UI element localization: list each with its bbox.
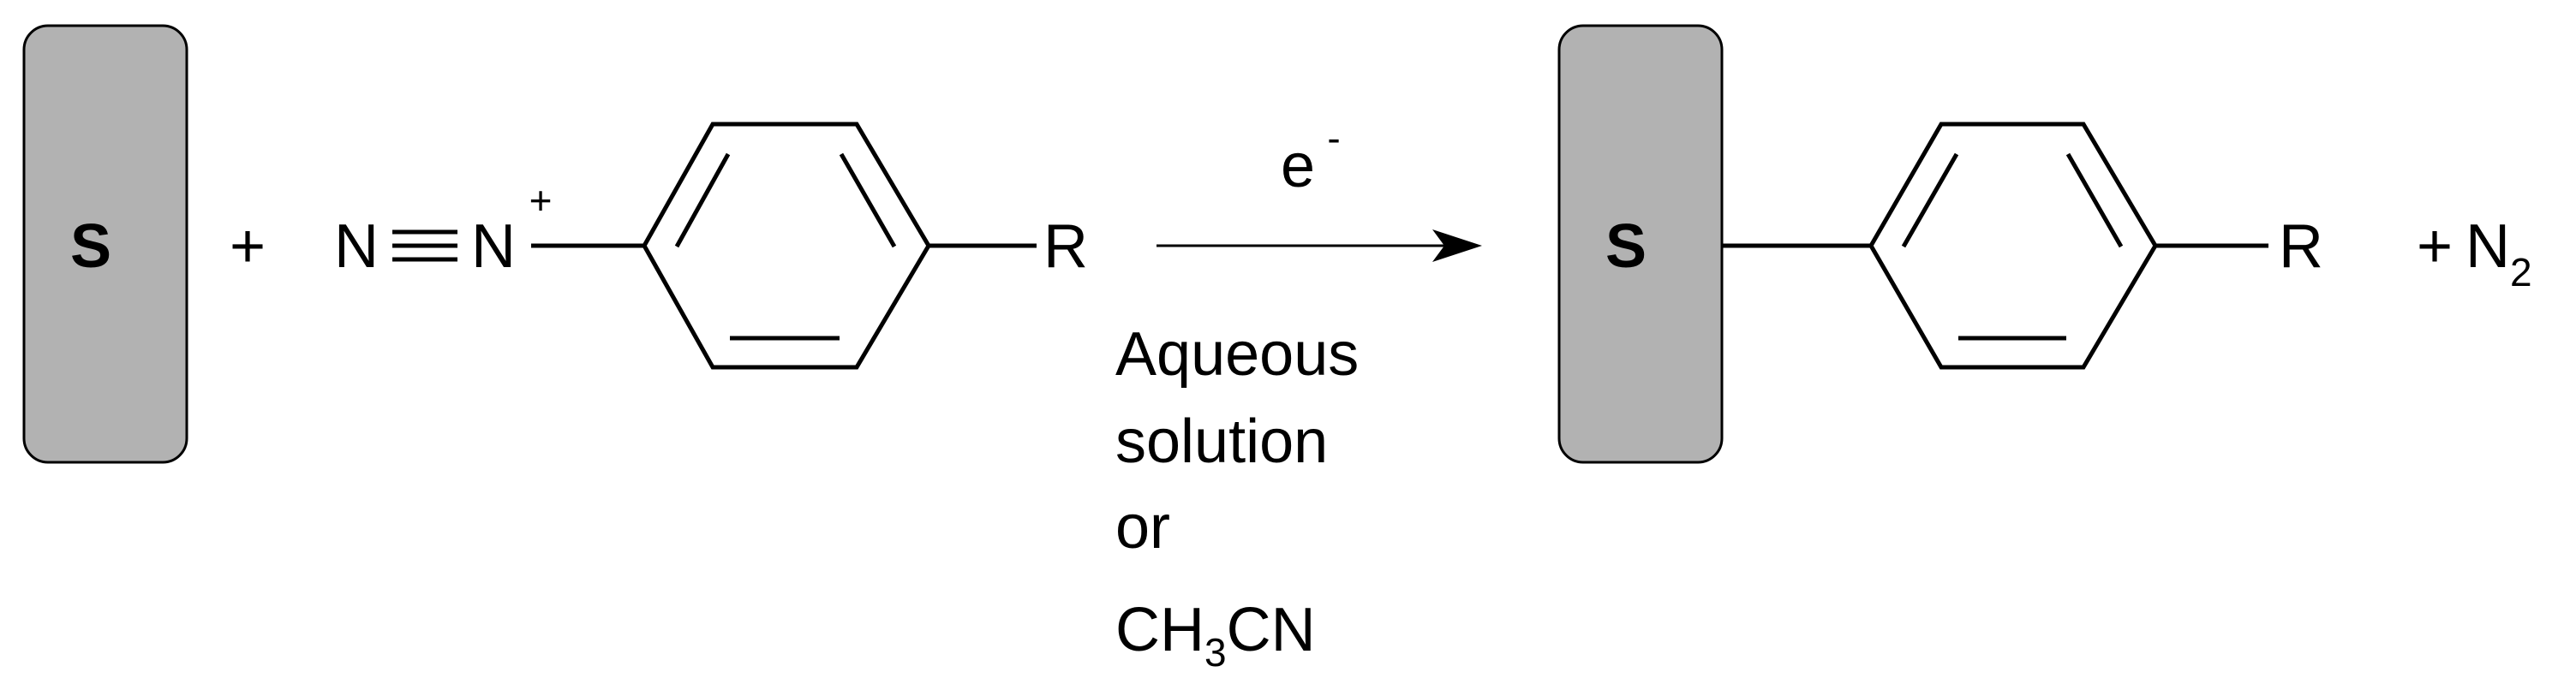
nitrogen-byproduct: N2	[2465, 212, 2532, 294]
product-plus-sign: +	[2417, 212, 2453, 281]
reaction-arrow	[1157, 229, 1482, 262]
product-benzene-ring	[1868, 122, 2158, 370]
diazonium-charge: +	[529, 178, 553, 223]
reactant-surface-block	[22, 24, 188, 464]
reactant-benzene-ring	[642, 122, 931, 370]
diazonium-n1: N	[334, 212, 379, 281]
reactant-plus-sign: +	[230, 212, 266, 281]
conditions-line-solution: solution	[1115, 407, 1328, 476]
reactant-surface-label: S	[70, 212, 111, 281]
product-surface-label: S	[1605, 212, 1647, 281]
conditions-line-aqueous: Aqueous	[1115, 320, 1359, 389]
conditions-line-acetonitrile: CH3CN	[1115, 596, 1316, 675]
electron-label: e	[1281, 132, 1315, 200]
diazonium-n2: N	[471, 212, 516, 281]
reactant-r-group: R	[1043, 212, 1088, 281]
product-r-group: R	[2279, 212, 2323, 281]
conditions-line-or: or	[1115, 493, 1170, 562]
electron-charge: -	[1327, 116, 1340, 160]
triple-bond	[392, 229, 457, 262]
